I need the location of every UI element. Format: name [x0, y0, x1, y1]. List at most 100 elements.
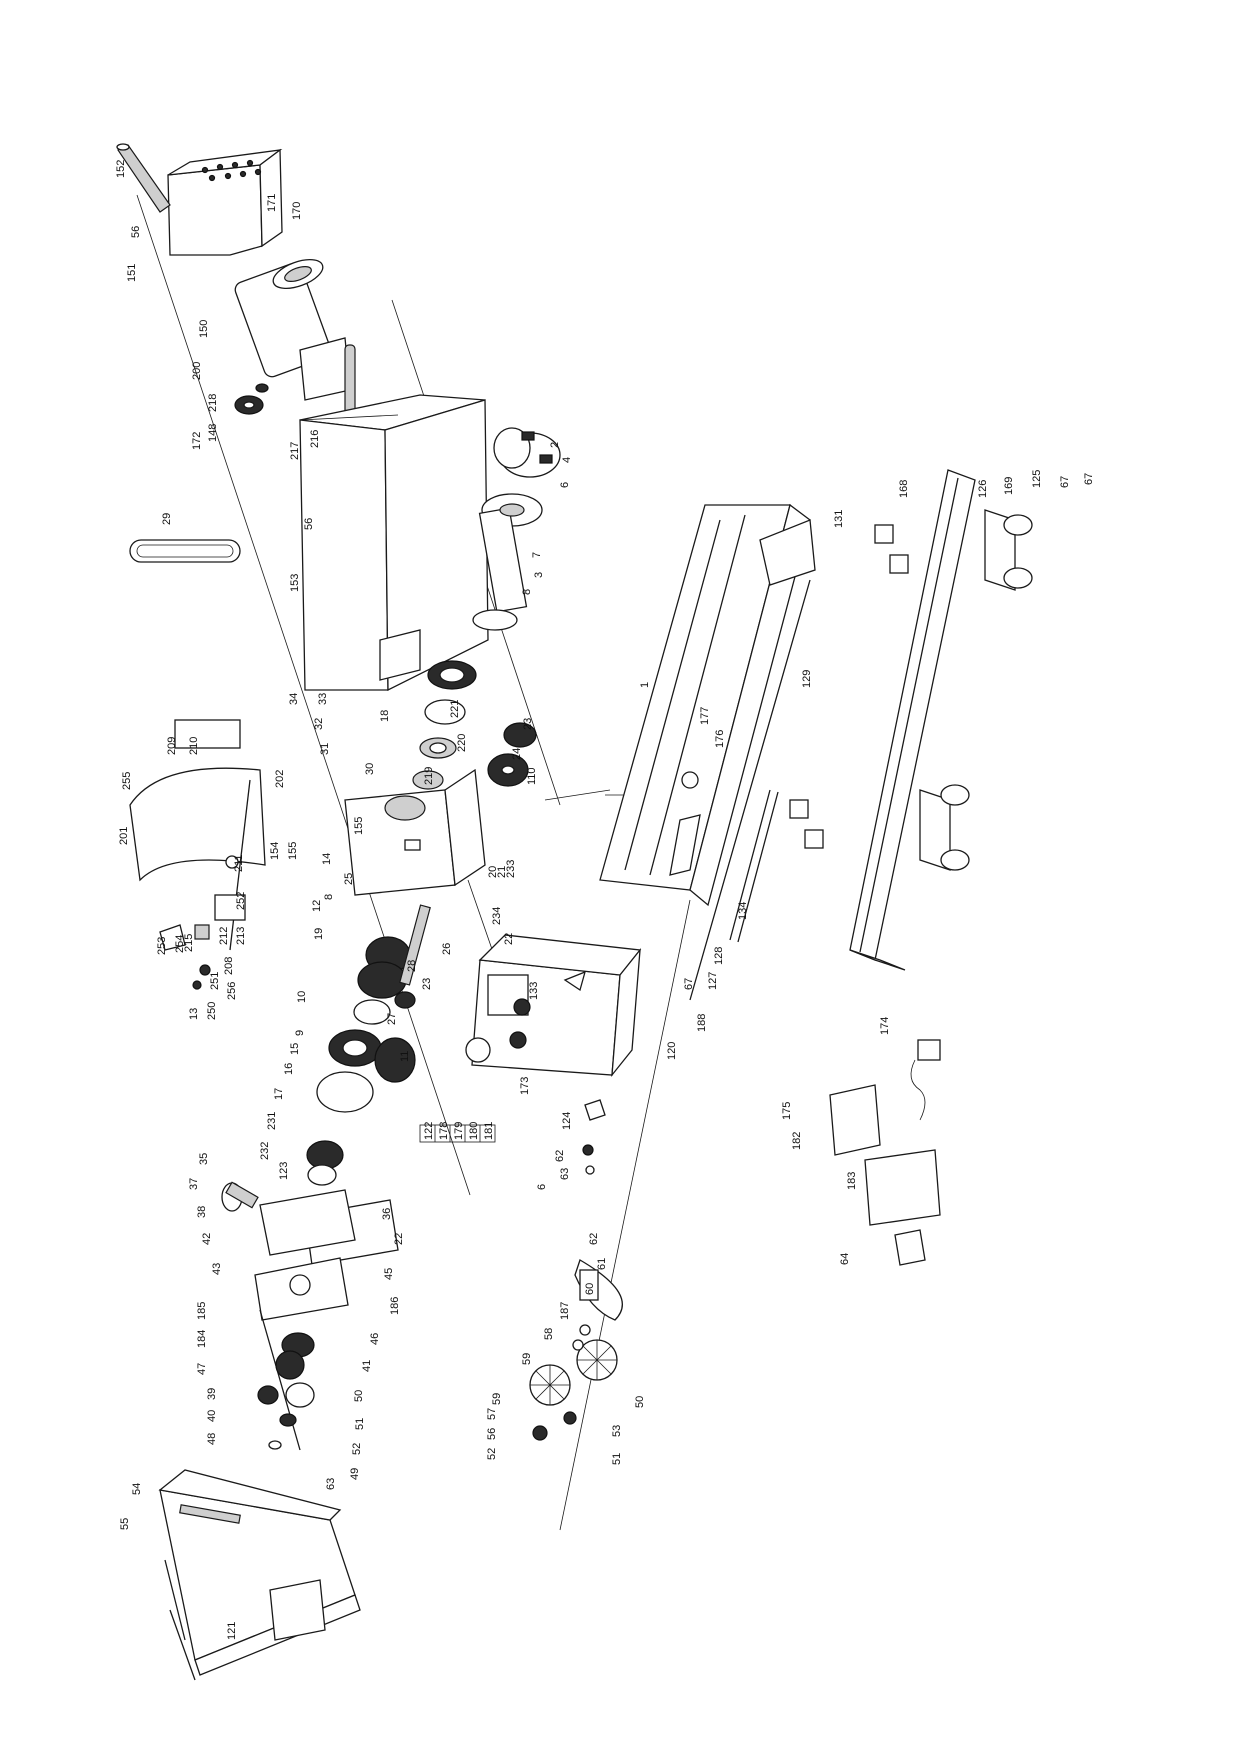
callout-label: 217	[289, 442, 301, 460]
callout-label: 31	[319, 743, 331, 755]
callout-label: 18	[379, 710, 391, 722]
callout-label: 63	[559, 1168, 571, 1180]
control-box	[465, 934, 642, 1078]
callout-label: 253	[156, 937, 168, 955]
callout-label: 182	[791, 1132, 803, 1150]
lathe-bed	[599, 503, 816, 907]
callout-label: 251	[209, 972, 221, 990]
callout-label: 208	[223, 957, 235, 975]
callout-label: 56	[130, 226, 142, 238]
callout-label: 52	[351, 1443, 363, 1455]
callout-label: 221	[449, 700, 461, 718]
callout-label: 2	[549, 442, 561, 448]
callout-label: 6	[559, 482, 571, 488]
callout-label: 23	[522, 718, 534, 730]
feed-gear-stack	[306, 904, 431, 1186]
callout-label: 125	[1031, 470, 1043, 488]
callout-label: 20	[487, 866, 499, 878]
callout-label: 121	[226, 1622, 238, 1640]
callout-label: 22	[503, 933, 515, 945]
callout-label: 56	[486, 1428, 498, 1440]
callout-label: 17	[273, 1088, 285, 1100]
callout-label: 51	[354, 1418, 366, 1430]
callout-label: 27	[386, 1013, 398, 1025]
callout-label: 184	[196, 1330, 208, 1348]
callout-label: 51	[611, 1453, 623, 1465]
callout-label: 16	[283, 1063, 295, 1075]
leadscrew	[689, 579, 811, 1001]
callout-label: 234	[491, 907, 503, 925]
callout-label: 183	[846, 1172, 858, 1190]
callout-label: 254	[174, 935, 186, 953]
callout-label: 186	[389, 1297, 401, 1315]
callout-label: 46	[369, 1333, 381, 1345]
callout-label: 218	[207, 394, 219, 412]
callout-label: 41	[361, 1360, 373, 1372]
callout-label: 169	[1003, 477, 1015, 495]
part-number-179: 179	[453, 1122, 465, 1140]
callout-label: 22	[393, 1233, 405, 1245]
callout-label: 50	[353, 1390, 365, 1402]
callout-label: 14	[321, 853, 333, 865]
callout-label: 43	[211, 1263, 223, 1275]
chip-tray	[849, 469, 976, 971]
callout-label: 55	[119, 1518, 131, 1530]
callout-label: 252	[235, 892, 247, 910]
callout-label: 215	[183, 934, 195, 952]
callout-label: 38	[196, 1206, 208, 1218]
callout-label: 58	[543, 1328, 555, 1340]
callout-label: 32	[313, 718, 325, 730]
callout-label: 13	[188, 1008, 200, 1020]
bearings-221-220-219	[412, 660, 477, 790]
callout-label: 6	[536, 1184, 548, 1190]
callout-label: 1	[639, 682, 651, 688]
callout-label: 47	[196, 1363, 208, 1375]
callout-label: 231	[266, 1112, 278, 1130]
drive-belt	[129, 539, 241, 563]
part-number-180: 180	[468, 1122, 480, 1140]
callout-label: 128	[713, 947, 725, 965]
callout-label: 67	[1059, 476, 1071, 488]
callout-label: 62	[554, 1150, 566, 1162]
plug-124	[910, 1039, 941, 1121]
callout-label: 200	[191, 362, 203, 380]
callout-label: 36	[381, 1208, 393, 1220]
callout-label: 35	[198, 1153, 210, 1165]
callout-label: 49	[349, 1468, 361, 1480]
callout-label: 127	[707, 972, 719, 990]
callout-label: 11	[399, 1051, 411, 1062]
callout-label: 23	[421, 978, 433, 990]
shaft-152	[116, 143, 171, 213]
callout-label: 187	[559, 1302, 571, 1320]
callout-label: 201	[118, 827, 130, 845]
callout-label: 48	[206, 1433, 218, 1445]
callout-label: 9	[294, 1030, 306, 1036]
callout-label: 134	[737, 902, 749, 920]
part-number-181: 181	[483, 1122, 495, 1140]
callout-label: 8	[323, 894, 335, 900]
motor-cover	[167, 148, 283, 256]
callout-label: 155	[353, 817, 365, 835]
callout-label: 50	[634, 1396, 646, 1408]
callout-label: 10	[296, 991, 308, 1003]
callout-label: 176	[714, 730, 726, 748]
headstock-cover	[299, 394, 489, 692]
callout-label: 33	[317, 693, 329, 705]
switch-plate-174	[829, 1084, 881, 1156]
callout-label: 250	[206, 1002, 218, 1020]
bracket-173	[582, 1099, 606, 1175]
callout-label: 216	[309, 430, 321, 448]
callout-label: 37	[188, 1178, 200, 1190]
apron-body	[221, 1181, 356, 1321]
callout-label: 174	[879, 1017, 891, 1035]
callout-labels: 152 56 151 171 170 150 200 218 148 172 2…	[115, 160, 1095, 1640]
plate-182	[864, 1149, 941, 1226]
callout-label: 213	[235, 927, 247, 945]
callout-label: 42	[201, 1233, 213, 1245]
callout-label: 151	[126, 264, 138, 282]
callout-label: 170	[291, 202, 303, 220]
callout-label: 59	[521, 1353, 533, 1365]
callout-label: 211	[233, 854, 245, 872]
part-number-122: 122	[423, 1122, 435, 1140]
callout-label: 256	[226, 982, 238, 1000]
